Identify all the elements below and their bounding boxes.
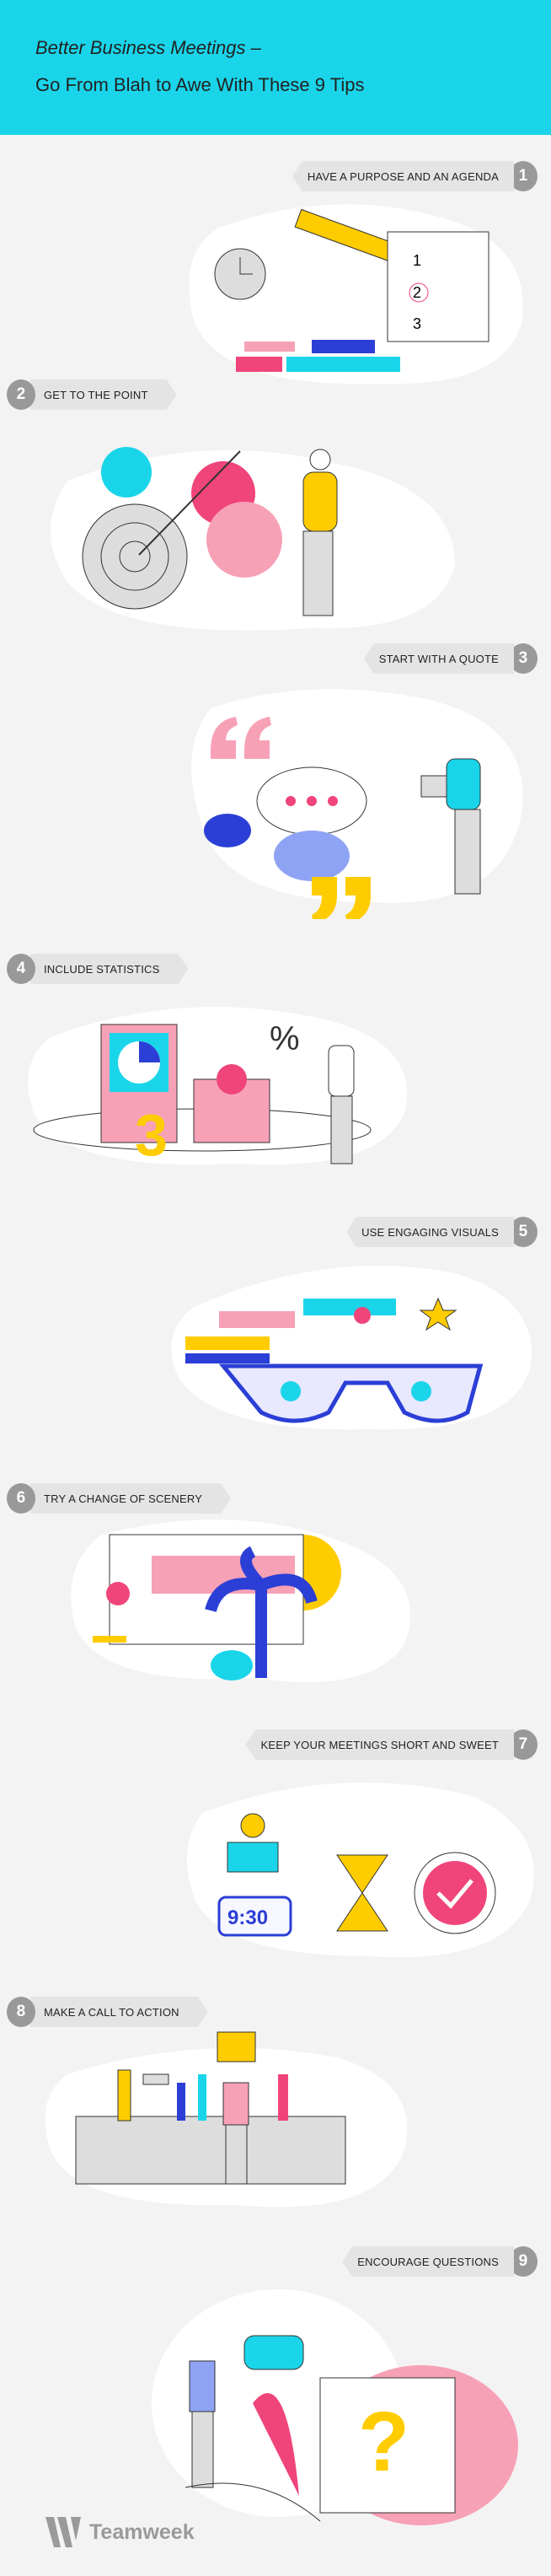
tip-label-text: ENCOURAGE QUESTIONS xyxy=(342,2246,514,2277)
tip-label-text: HAVE A PURPOSE AND AN AGENDA xyxy=(292,161,514,191)
agenda-item-1: 1 xyxy=(413,252,421,269)
teamweek-logo: Teamweek xyxy=(45,2517,195,2547)
tip-number-badge: 4 xyxy=(7,954,35,984)
title-line-1: Better Business Meetings – xyxy=(35,37,261,58)
brand-name: Teamweek xyxy=(89,2520,195,2544)
tip-label-text: KEEP YOUR MEETINGS SHORT AND SWEET xyxy=(245,1729,514,1760)
tip-label-text: START WITH A QUOTE xyxy=(363,643,514,674)
watering-can-icon xyxy=(243,2335,304,2370)
agenda-item-2: 2 xyxy=(413,284,421,301)
visuals-illustration xyxy=(171,1266,532,1430)
quote-illustration xyxy=(191,689,523,919)
tip-label-text: INCLUDE STATISTICS xyxy=(30,954,188,984)
tip-label-text: GET TO THE POINT xyxy=(30,379,177,410)
open-quote-icon xyxy=(211,717,271,759)
question-mark: ? xyxy=(358,2395,409,2489)
tip-number-badge: 8 xyxy=(7,1997,35,2027)
close-quote-icon xyxy=(312,877,371,919)
hourglass-icon xyxy=(336,1854,388,1932)
tip-label-text: USE ENGAGING VISUALS xyxy=(346,1217,514,1247)
folder-icon xyxy=(217,2031,256,2062)
tip-number-badge: 2 xyxy=(7,379,35,410)
tip-label-text: TRY A CHANGE OF SCENERY xyxy=(30,1483,231,1514)
statistics-illustration: 3 % xyxy=(28,1007,408,1168)
header-banner: Better Business Meetings – Go From Blah … xyxy=(0,0,551,135)
target-illustration xyxy=(51,447,455,631)
percent-sign: % xyxy=(270,1020,300,1057)
scenery-illustration xyxy=(71,1519,410,1682)
short-meetings-illustration: 9:30 xyxy=(187,1783,534,1958)
agenda-item-3: 3 xyxy=(413,315,421,332)
questions-illustration: ? xyxy=(152,2289,518,2525)
clock-time: 9:30 xyxy=(227,1906,268,1929)
stat-number: 3 xyxy=(135,1102,168,1168)
star-icon xyxy=(419,1297,457,1331)
tip-label-text: MAKE A CALL TO ACTION xyxy=(30,1997,208,2027)
teamweek-w-icon xyxy=(45,2517,81,2547)
title-line-2: Go From Blah to Awe With These 9 Tips xyxy=(35,74,365,95)
call-to-action-illustration xyxy=(45,2031,408,2208)
agenda-illustration: 1 2 3 xyxy=(189,204,523,385)
alarm-clock-icon xyxy=(217,1896,292,1937)
tip-number-badge: 6 xyxy=(7,1483,35,1514)
